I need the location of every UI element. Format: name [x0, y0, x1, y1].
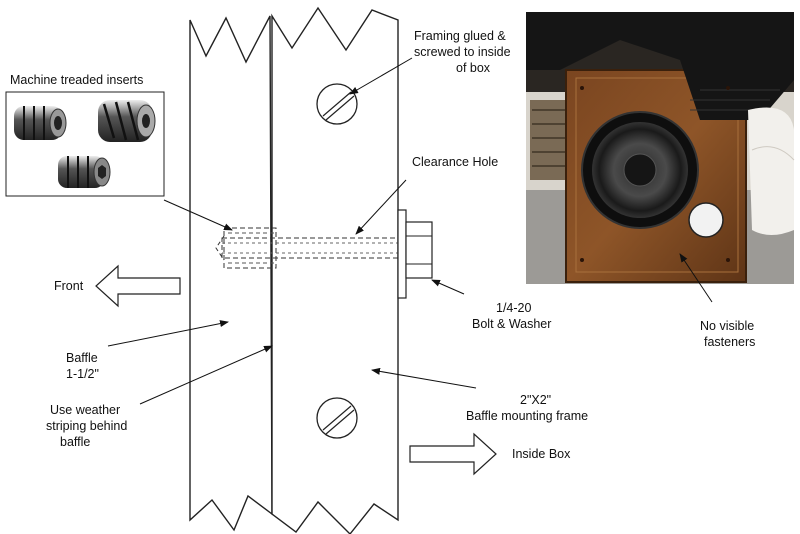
front-label: Front: [54, 279, 84, 293]
screw-bottom-icon: [316, 397, 358, 439]
screw-top-icon: [316, 83, 358, 125]
insert-1-icon: [14, 106, 67, 140]
framing-label: Framing glued & screwed to inside of box: [414, 29, 514, 75]
speaker-photo: [526, 12, 795, 284]
bolt-assembly: [215, 209, 433, 299]
weather-stripping-label: Use weather striping behind baffle: [46, 403, 131, 449]
bolt-label: 1/4-20 Bolt & Washer: [472, 301, 551, 331]
port-icon: [688, 202, 724, 238]
woofer-icon: [581, 111, 699, 229]
inserts-photo: [5, 91, 165, 197]
baffle-board: [189, 15, 273, 532]
mounting-frame: [271, 6, 399, 534]
no-fasteners-label: No visible fasteners: [700, 319, 758, 349]
baffle-label: Baffle 1-1/2": [66, 351, 101, 381]
mounting-frame-label: 2"X2" Baffle mounting frame: [466, 393, 588, 423]
leader-lines: [107, 57, 713, 405]
clearance-hole-label: Clearance Hole: [412, 155, 498, 169]
inside-box-arrow-icon: [409, 432, 497, 476]
inserts-label: Machine treaded inserts: [10, 73, 143, 87]
front-arrow-icon: [95, 264, 181, 308]
insert-3-icon: [58, 156, 111, 188]
insert-2-icon: [98, 100, 156, 142]
inside-box-label: Inside Box: [512, 447, 571, 461]
